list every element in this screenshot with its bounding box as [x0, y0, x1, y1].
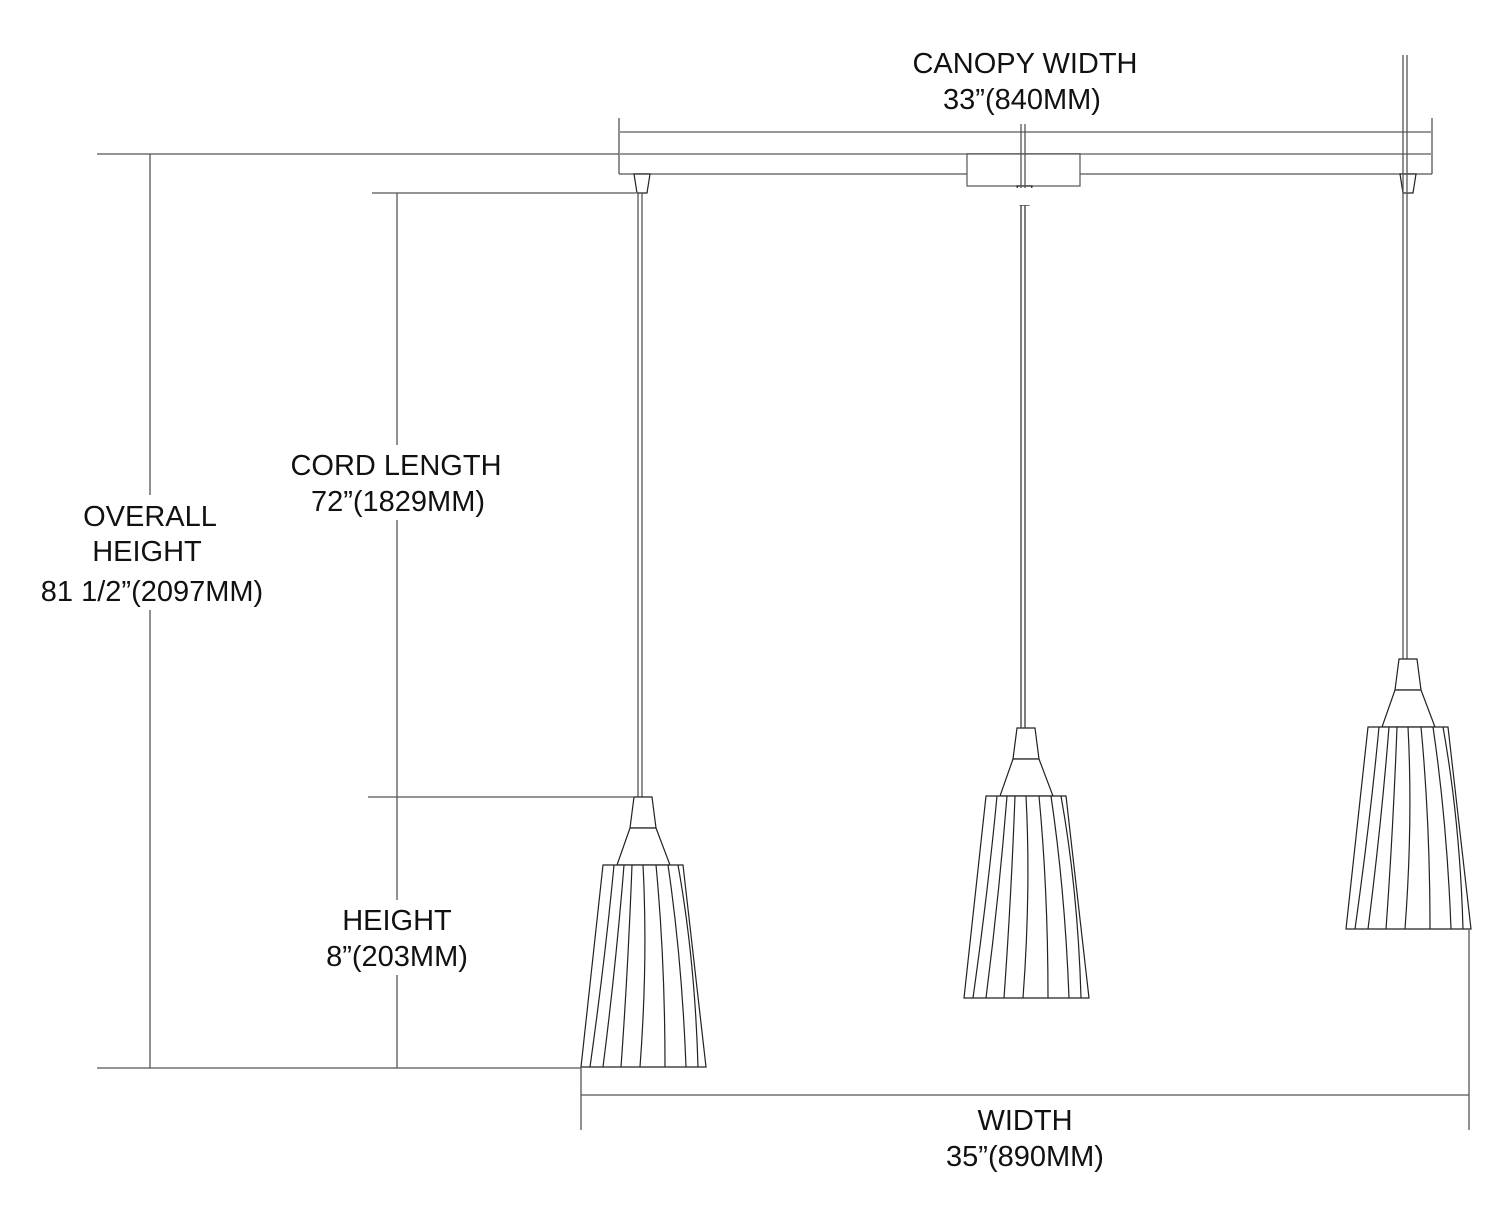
- overall-height-label-line2: HEIGHT: [92, 536, 202, 568]
- pendant-1: [580, 192, 707, 1068]
- overall-height-label-line1: OVERALL: [83, 501, 217, 533]
- width-value: 35”(890MM): [946, 1141, 1104, 1173]
- height-value: 8”(203MM): [326, 941, 468, 973]
- cord-length-value: 72”(1829MM): [311, 486, 485, 518]
- overall-height-value: 81 1/2”(2097MM): [41, 576, 263, 608]
- canopy-width-value: 33”(840MM): [943, 84, 1101, 116]
- height-label: HEIGHT: [342, 905, 452, 937]
- canopy-width-label: CANOPY WIDTH: [912, 48, 1137, 80]
- dimension-lines: [97, 153, 1470, 1130]
- pendant-2: [963, 123, 1090, 999]
- cord-length-label: CORD LENGTH: [290, 450, 501, 482]
- width-label: WIDTH: [977, 1105, 1072, 1137]
